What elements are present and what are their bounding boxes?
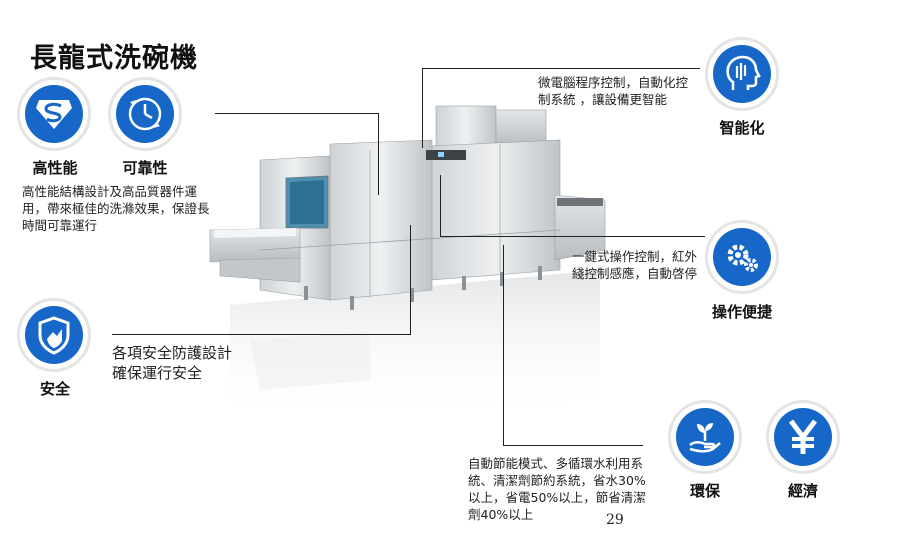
safety-description: 各項安全防護設計 確保運行安全 [112,343,232,383]
callout-line-smart [422,68,700,69]
page-title: 長龍式洗碗機 [30,43,198,74]
shield-icon [38,316,70,355]
safety-description-line1: 各項安全防護設計 [112,344,233,362]
callout-line-safety-v [410,225,411,335]
eco-label: 環保 [689,482,720,500]
callout-line-reliability-v [378,113,379,195]
superman-s-icon [36,100,72,129]
callout-line-reliability [215,113,378,114]
safety-description-line2: 確保運行安全 [112,364,203,382]
smart-label: 智能化 [719,119,765,137]
operation-description: 一鍵式操作控制，紅外綫控制感應，自動啓停 [572,249,698,281]
smart-description: 微電腦程序控制，自動化控制系統 ，讓設備更智能 [538,75,689,107]
callout-line-operation-v [440,175,441,237]
yen-icon [789,419,817,454]
callout-line-operation [440,236,705,237]
smart-badge [705,37,779,111]
safety-label: 安全 [39,380,70,398]
callout-line-eco [503,245,504,445]
callout-line-smart-v [422,68,423,148]
clock-icon [128,97,162,131]
gears-icon [727,244,758,272]
reliability-description: 高性能結構設計及高品質器件運用，帶來極佳的洗滌效果，保證長時間可靠運行 [22,184,210,233]
performance-badge [17,77,91,151]
eco-description: 自動節能模式、多循環水利用系統、清潔劑節約系統，省水30%以上，省電50%以上，… [468,456,646,522]
callout-line-eco-h [503,445,643,446]
dishwasher-machine-illustration [209,105,606,420]
performance-label: 高性能 [32,159,78,177]
operation-badge [705,220,779,294]
reliable-badge [108,77,182,151]
plant-hand-icon [689,423,721,453]
reliable-label: 可靠性 [122,159,168,177]
economy-badge [766,400,840,474]
head-brain-icon [726,55,761,90]
economy-label: 經濟 [787,482,818,500]
eco-badge [668,400,742,474]
callout-line-safety [112,334,410,335]
page-number: 29 [606,512,624,528]
operation-label: 操作便捷 [711,303,772,321]
safety-badge [17,298,91,372]
